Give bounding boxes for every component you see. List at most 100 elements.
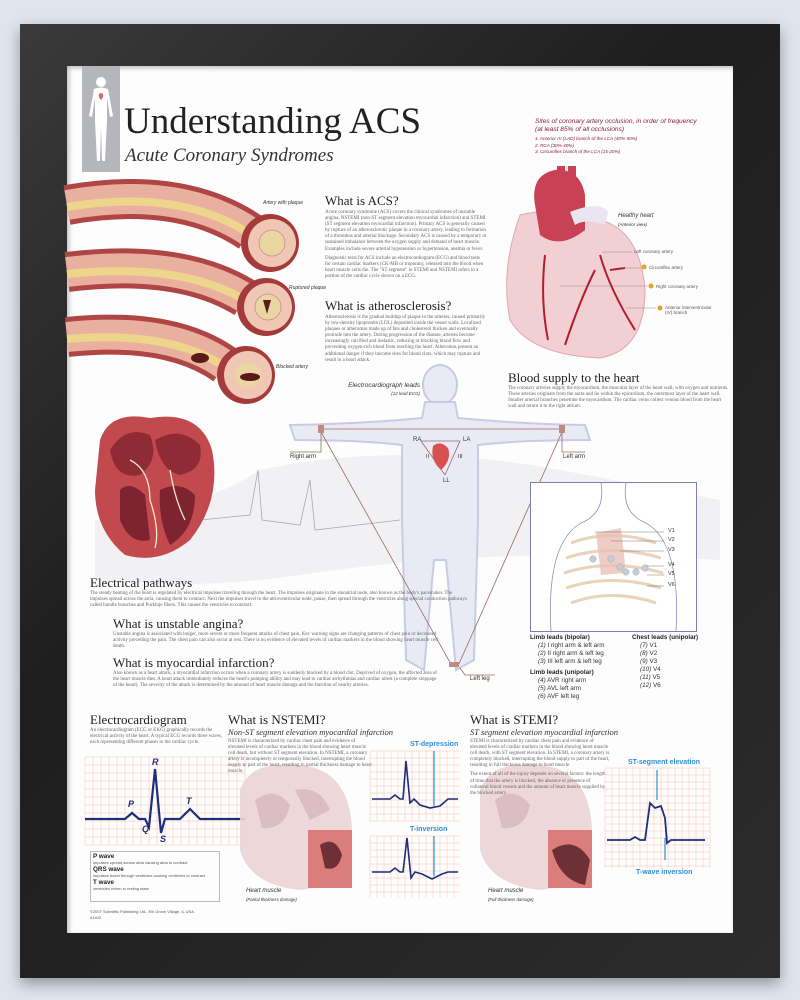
blood-supply-paragraph: The coronary arteries supply the myocard… [508, 386, 729, 410]
unstable-angina-paragraph: Unstable angina is associated with longe… [113, 632, 438, 650]
ecg-leads-title: Electrocardiograph leads [348, 382, 420, 389]
chest-leads-list: Chest leads (unipolar) (7) V1 (8) V2 (9)… [632, 634, 698, 690]
occlusion-note: Sites of coronary artery occlusion, in o… [535, 118, 731, 156]
nstemi-damage-label: (Partial thickness damage) [246, 897, 297, 902]
stemi-paragraph-2: The extent of all of the injury depends … [470, 772, 606, 796]
t-inversion-trace [372, 837, 458, 881]
anterior-iv-branch-label: Anterior interventricular (IV) branch [665, 305, 712, 315]
blocked-artery-label: Blocked artery [276, 364, 308, 370]
left-text-column: Electrical pathways The steady beating o… [90, 575, 470, 689]
stemi-paragraph: STEMI is characterized by cardiac chest … [470, 739, 610, 769]
la-label: LA [463, 437, 471, 443]
nstemi-paragraph: NSTEMI is characterized by cardiac chest… [228, 739, 372, 775]
chest-ribcage [550, 482, 677, 632]
stemi-heart-muscle-label: Heart muscle [488, 888, 524, 894]
lead-row: (11) V5 [640, 674, 661, 681]
blocked-artery [64, 314, 275, 404]
st-elevation-trace [607, 801, 705, 845]
ecg-r-label: R [152, 757, 159, 767]
st-depression-trace [372, 760, 458, 809]
lead-iii-label: III [458, 454, 463, 460]
healthy-heart-label: Healthy heart [618, 213, 654, 219]
nstemi-heart-muscle-label: Heart muscle [246, 888, 282, 894]
stemi-damage-label: (Full thickness damage) [488, 897, 534, 902]
st-elevation-ecg [604, 767, 711, 868]
chest-leads-diagram [530, 482, 697, 632]
product-code: #1402 [90, 915, 102, 920]
qrs-wave-title: QRS wave [93, 866, 124, 873]
healthy-heart-sublabel: (Anterior view) [618, 222, 648, 227]
electrical-section: Electrical pathways The steady beating o… [90, 575, 470, 616]
ecg-p-label: P [128, 799, 135, 809]
st-elevation-label: ST-segment elevation [628, 759, 700, 766]
nstemi-heart [240, 764, 352, 890]
occlusion-item: 2. RCA (30%-40%) [535, 142, 574, 148]
t-wave-desc: ventricles return to resting state [93, 886, 149, 891]
occlusion-subtitle: (at least 85% of all occlusions) [535, 126, 625, 133]
limb-leads-list: Limb leads (bipolar) (1) I right arm & l… [530, 634, 605, 701]
lead-row: (8) V2 [640, 650, 658, 657]
copyright: ©2007 Scientific Publishing Ltd., Elk Gr… [90, 909, 194, 914]
lead-row: (10) V4 [640, 666, 661, 673]
heart-cross-section [95, 416, 215, 558]
mi-section: What is myocardial infarction? Also know… [113, 655, 438, 689]
stemi-heart [480, 764, 592, 890]
heart-icon [98, 93, 104, 100]
ruptured-plaque-label: Ruptured plaque [289, 285, 326, 291]
v3-label: V3 [668, 547, 675, 553]
nstemi-subheading: Non-ST segment elevation myocardial infa… [228, 727, 393, 737]
electrocardiogram-section: Electrocardiogram An electrocardiogram (… [90, 712, 225, 746]
ra-label: RA [413, 437, 422, 443]
ruptured-plaque-artery [64, 248, 295, 336]
page-title: Understanding ACS [124, 101, 422, 142]
chest-leads-title: Chest leads (unipolar) [632, 634, 699, 641]
right-arm-label: Right arm [290, 454, 317, 460]
artery-with-plaque [63, 179, 299, 272]
stemi-section: What is STEMI? ST segment elevation myoc… [470, 712, 618, 797]
p-wave-title: P wave [93, 853, 115, 860]
left-arm-label: Left arm [563, 454, 586, 460]
limb-unipolar-title: Limb leads (unipolar) [530, 669, 594, 676]
right-coronary-artery-label: Right coronary artery [656, 284, 699, 289]
ecg-s-label: S [160, 834, 167, 844]
electrocardiogram-heading: Electrocardiogram [90, 712, 187, 727]
lead-row: (1) I right arm & left arm [538, 642, 605, 649]
ecg-waveform-chart [84, 756, 246, 846]
ecg-q-label: Q [142, 824, 150, 834]
acs-section: What is ACS? Acute coronary syndrome (AC… [325, 193, 487, 296]
lead-row: (9) V3 [640, 658, 658, 665]
t-wave-title: T wave [93, 879, 114, 886]
page-subtitle: Acute Coronary Syndromes [125, 145, 334, 166]
human-body-icon [89, 77, 113, 161]
circumflex-artery-label: Circumflex artery [649, 265, 684, 270]
ecg-t-label: T [186, 796, 192, 806]
body-silhouette [288, 364, 592, 672]
acs-paragraph: Acute coronary syndrome (ACS) covers the… [325, 210, 487, 252]
nstemi-section: What is NSTEMI? Non-ST segment elevation… [228, 712, 393, 776]
lead-row: (12) V6 [640, 682, 661, 689]
callout-dot [657, 305, 663, 311]
electrocardiogram-paragraph: An electrocardiogram (ECG or EKG) graphi… [90, 728, 223, 746]
electrical-pathways-paragraph: The steady beating of the heart is regul… [90, 591, 467, 609]
lead-ii-label: II [426, 454, 430, 460]
occlusion-item: 3. Circumflex branch of the LCA (15-20%) [535, 149, 621, 154]
v6-label: V6 [668, 582, 675, 588]
t-inversion-label: T-inversion [410, 826, 448, 833]
atherosclerosis-paragraph: Atherosclerosis is the gradual buildup o… [325, 315, 486, 363]
callout-dot [648, 283, 654, 289]
ecg-leads-subtitle: (12 lead ECG) [391, 391, 420, 396]
header-band [82, 66, 120, 172]
artery-with-plaque-label: Artery with plaque [263, 200, 304, 206]
lead-row: (2) II right arm & left leg [538, 650, 604, 657]
t-wave-inversion-label: T-wave inversion [636, 869, 693, 876]
lead-row: (5) AVL left arm [538, 685, 582, 692]
blood-supply-heading: Blood supply to the heart [508, 370, 640, 385]
t-inversion-ecg [369, 835, 460, 898]
p-wave-desc: impulses spread across atria causing atr… [93, 860, 188, 865]
lead-row: (7) V1 [640, 642, 658, 649]
mi-heading: What is myocardial infarction? [113, 655, 275, 670]
ecg-trace [85, 768, 245, 834]
